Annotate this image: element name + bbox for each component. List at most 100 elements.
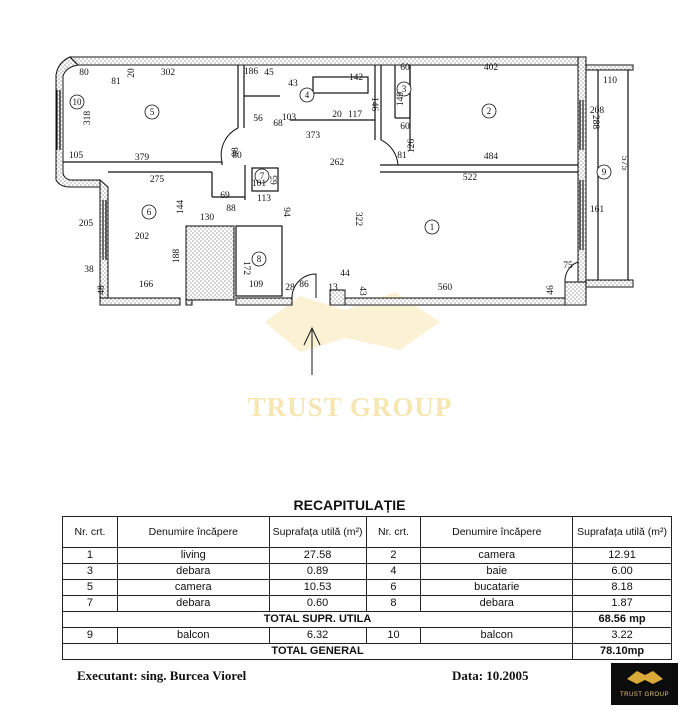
cell-area: 6.32 [268,627,367,644]
table-header-row: Nr. crt. Denumire încăpere Suprafața uti… [62,516,672,548]
cell-area: 12.91 [572,547,672,564]
recap-table: Nr. crt. Denumire încăpere Suprafața uti… [61,516,672,660]
dimension-label: 65 [270,175,280,185]
dimension-label: 186 [244,67,259,77]
cell-name: balcon [116,627,270,644]
dimension-label: 68 [273,119,283,129]
room-number: 7 [260,171,265,181]
dimension-label: 60 [400,63,410,73]
dimension-label: 202 [135,232,150,242]
dimension-label: 166 [139,280,154,290]
dimension-label: 88 [226,204,236,214]
room-circle [596,164,612,180]
handshake-logo-icon [626,671,663,684]
dimension-label: 149 [396,92,406,107]
recap-title: RECAPITULAȚIE [293,497,406,513]
dimension-label: 109 [249,280,264,290]
dimension-label: 522 [463,173,478,183]
table-row: 7 debara 0.60 8 debara 1.87 [62,595,672,612]
dimension-label: 28 [285,283,295,293]
dimension-label: 45 [264,68,274,78]
cell-area: 0.89 [268,563,367,580]
cell-nr: 7 [62,595,118,612]
dimension-label: 86 [299,280,309,290]
table-row: 3 debara 0.89 4 baie 6.00 [62,563,672,580]
dimension-label: 110 [603,76,617,86]
dimension-label: 379 [135,153,150,163]
cell-area: 27.58 [268,547,367,564]
company-logo: TRUST GROUP [611,663,678,705]
room-number: 5 [150,107,155,117]
cell-nr: 2 [365,547,422,564]
cell-nr: 4 [365,563,422,580]
general-total-value: 78.10mp [572,643,672,660]
cell-name: debara [116,595,270,612]
dimension-label: 101 [252,179,267,189]
cell-name: debara [420,595,574,612]
header-area: Suprafața utilă (m²) [268,516,367,548]
exterior-walls [55,56,634,306]
dimension-label: 318 [83,111,93,126]
room-circle [481,103,497,119]
room-circle [141,204,157,220]
room-circle [144,104,160,120]
dimension-label: 117 [348,110,362,120]
dimension-label: 94 [281,207,291,217]
room-circle [396,81,412,97]
cell-name: camera [116,579,270,596]
dimension-label: 146 [369,97,379,112]
dimension-label: 288 [590,115,600,130]
door-swings [220,127,579,299]
watermark-text: TRUST GROUP [247,392,453,422]
dimension-label: 373 [306,131,321,141]
general-total-label: TOTAL GENERAL [61,643,574,660]
dimension-label: 81 [397,151,407,161]
cell-nr: 9 [62,627,118,644]
dimension-label: 48 [97,285,107,295]
room-number: 4 [305,90,310,100]
watermark-handshake-icon [265,292,440,352]
header-name: Denumire încăpere [420,516,574,548]
total-label: TOTAL SUPR. UTILA [61,611,574,628]
dimension-label: 69 [220,191,230,201]
dimension-label: 105 [69,151,84,161]
dimension-label: 262 [330,158,345,168]
cell-name: debara [116,563,270,580]
dimension-label: 322 [353,212,363,227]
dimension-label: 80 [79,68,89,78]
room-circle [424,219,440,235]
dimension-label: 81 [111,77,121,87]
dimension-label: 43 [357,286,367,296]
dimension-label: 208 [590,106,605,116]
total-row: TOTAL SUPR. UTILA 68.56 mp [61,611,672,628]
cell-nr: 8 [365,595,422,612]
dimension-label: 20 [127,68,137,78]
header-nr: Nr. crt. [365,516,422,548]
room-number: 2 [487,106,492,116]
logo-text: TRUST GROUP [619,692,670,698]
dimension-label: 38 [84,265,94,275]
dimension-label: 98 [231,147,241,157]
dimension-label: 302 [161,68,176,78]
room-number: 6 [147,207,152,217]
dimension-label: 575 [619,156,629,171]
table-row: 1 living 27.58 2 camera 12.91 [62,547,672,564]
cell-name: camera [420,547,574,564]
date-text: Data: 10.2005 [452,668,529,683]
table-row: 5 camera 10.53 6 bucatarie 8.18 [62,579,672,596]
room-number: 8 [257,254,262,264]
cell-nr: 3 [62,563,118,580]
cell-nr: 6 [365,579,422,596]
dimension-label: 13 [328,283,338,293]
cell-area: 6.00 [572,563,672,580]
header-name: Denumire încăpere [116,516,270,548]
table-row: 9 balcon 6.32 10 balcon 3.22 [62,627,672,644]
room-circle [254,168,270,184]
entrance-arrow-icon [303,326,321,375]
dimension-label: 172 [241,261,251,276]
cell-nr: 5 [62,579,118,596]
room-number: 10 [73,97,83,107]
